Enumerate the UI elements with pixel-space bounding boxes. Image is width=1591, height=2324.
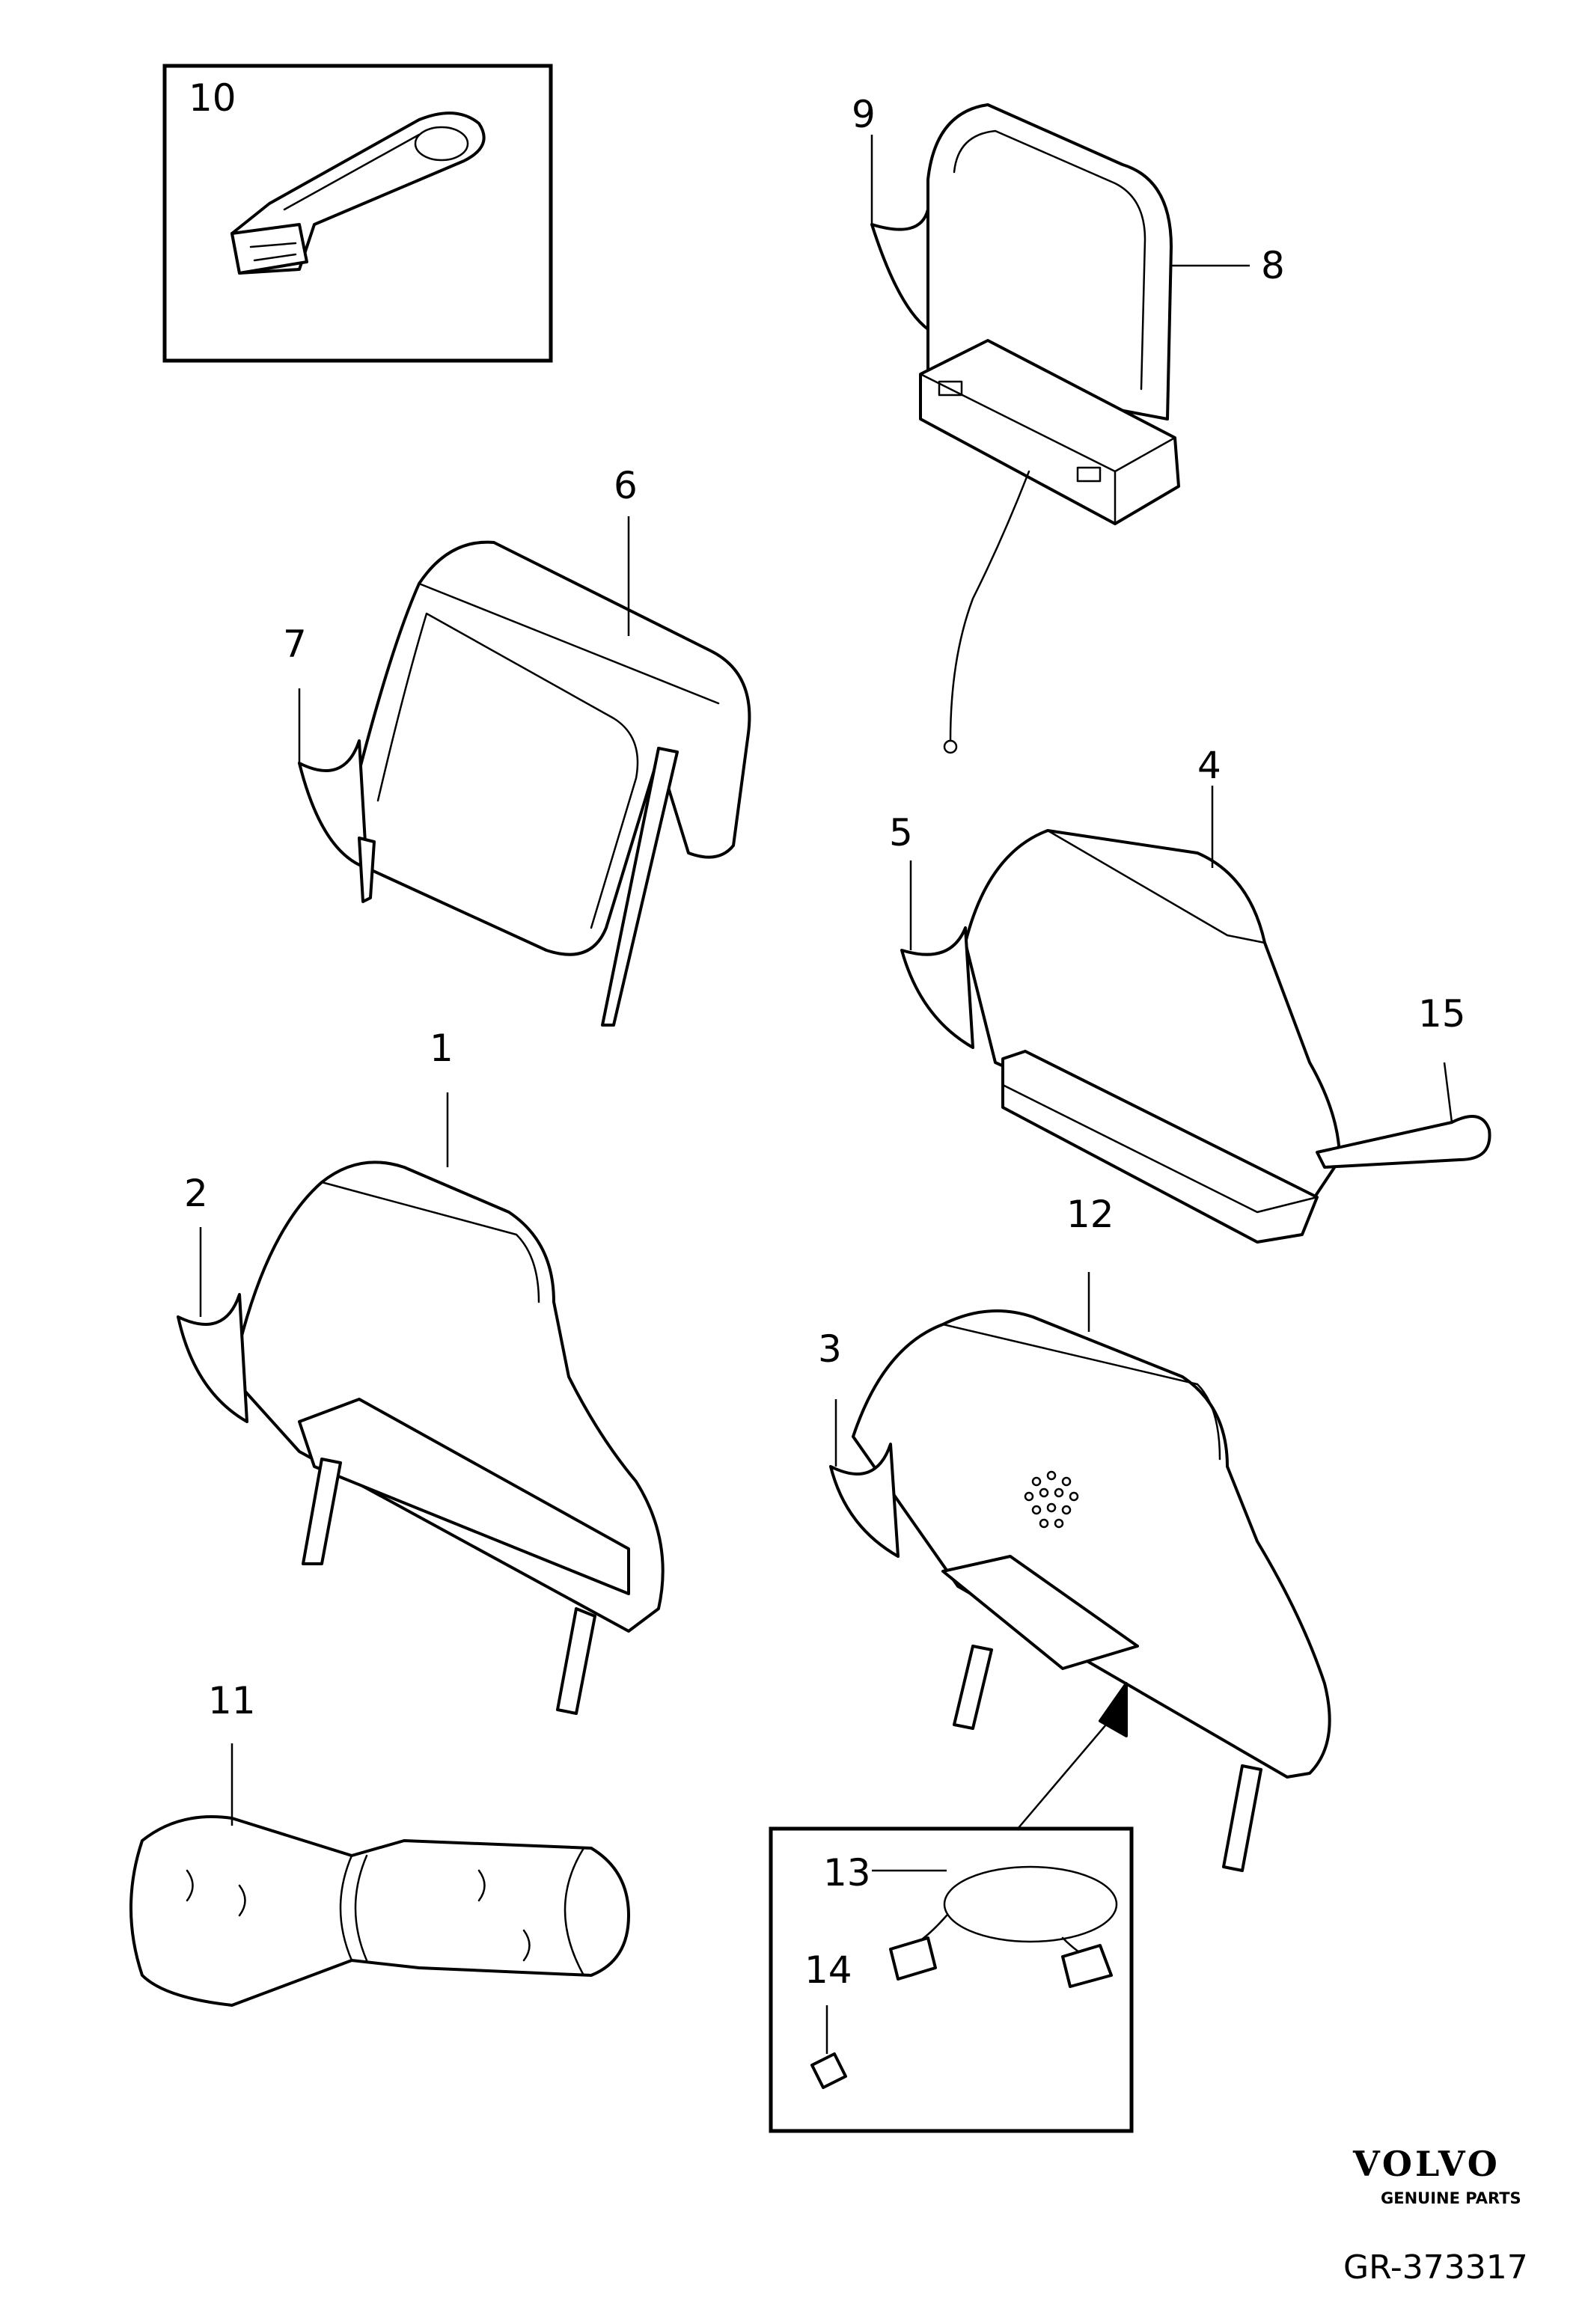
- callout-11: 11: [208, 1679, 256, 1722]
- roll-part-11: [129, 1815, 630, 2007]
- callout-1: 1: [430, 1027, 454, 1070]
- speaker-grille: [1024, 1470, 1079, 1529]
- headrest-part-12: [829, 1309, 1331, 1872]
- callout-6: 6: [614, 464, 638, 507]
- volvo-logo: VOLVO: [1352, 2144, 1500, 2184]
- headrest-part-6: [298, 540, 751, 1027]
- callout-9: 9: [852, 93, 876, 136]
- genuine-parts-label: GENUINE PARTS: [1381, 2189, 1521, 2207]
- headrest-part-8: [870, 103, 1180, 754]
- callout-15: 15: [1418, 992, 1466, 1036]
- inset-box-parts-13-14: [769, 1682, 1134, 2133]
- headrest-part-1: [177, 1161, 665, 1715]
- callout-4: 4: [1197, 744, 1221, 787]
- callout-14: 14: [804, 1948, 852, 1992]
- headrest-part-4: [900, 829, 1491, 1244]
- callout-12: 12: [1066, 1193, 1114, 1236]
- callout-5: 5: [889, 811, 913, 854]
- callout-labels: 10 9 8 6 7 4 5 15 1 2 12 3 11 13 14: [184, 76, 1466, 1992]
- leader-lines: [199, 135, 1453, 2054]
- callout-8: 8: [1261, 244, 1285, 287]
- inset-box-part-10: [162, 64, 553, 363]
- callout-13: 13: [823, 1851, 871, 1895]
- callout-2: 2: [184, 1172, 208, 1215]
- diagram-code: GR-373317: [1343, 2248, 1528, 2287]
- callout-7: 7: [283, 623, 307, 666]
- branding: VOLVO GENUINE PARTS GR-373317: [1343, 2144, 1528, 2287]
- callout-10: 10: [189, 76, 236, 120]
- callout-3: 3: [818, 1327, 842, 1371]
